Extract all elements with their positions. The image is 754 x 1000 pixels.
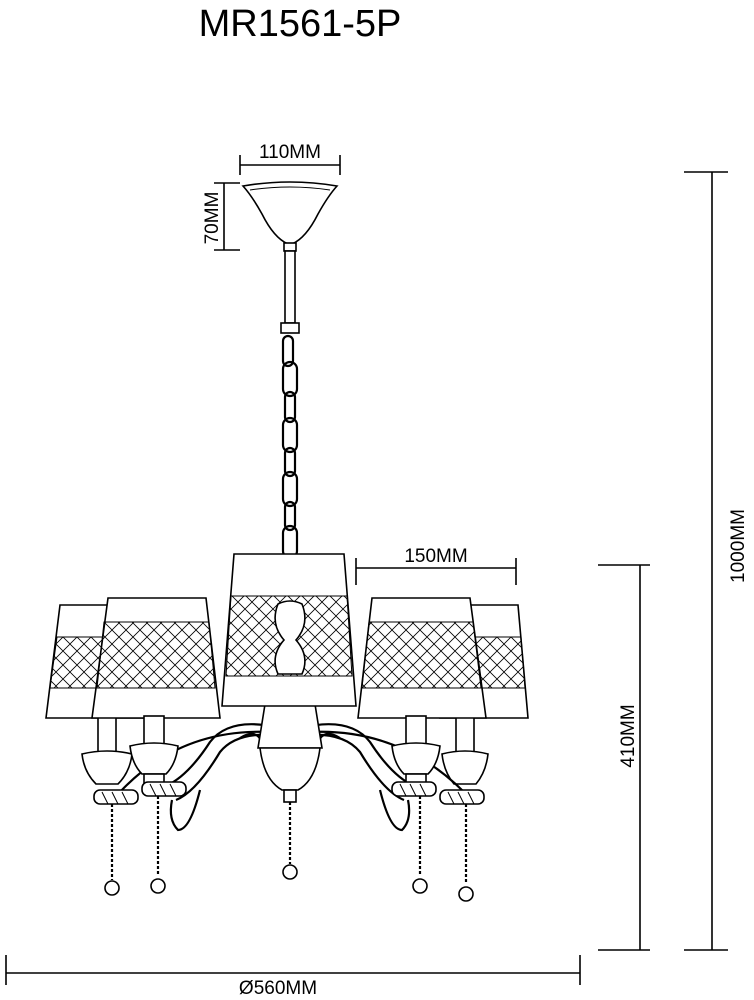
total-height-dimension: 1000MM: [684, 171, 749, 951]
candle-holder-front-left: [129, 715, 179, 785]
central-column-ornament: [274, 600, 306, 675]
candle-holder-back-right: [441, 715, 489, 785]
diameter-label: Ø560MM: [239, 978, 317, 999]
lamp-shade-front-right: [357, 597, 487, 719]
suspension-rod: [280, 250, 300, 334]
model-title: MR1561-5P: [199, 3, 402, 45]
candle-holder-back-left: [81, 715, 133, 785]
canopy-height-label: 70MM: [202, 192, 223, 245]
ceiling-canopy: [241, 181, 339, 252]
lamp-shade-front-left: [91, 597, 221, 719]
suspension-chain: [276, 334, 304, 586]
canopy-width-dimension: 110MM: [239, 142, 341, 175]
total-height-label: 1000MM: [728, 509, 749, 583]
candle-holder-front-right: [391, 715, 441, 785]
pendant-drops: [104, 796, 474, 902]
canopy-width-label: 110MM: [259, 142, 321, 163]
shade-width-label: 150MM: [404, 546, 467, 567]
diameter-dimension: Ø560MM: [5, 955, 581, 999]
body-height-label: 410MM: [618, 704, 639, 767]
canopy-height-dimension: 70MM: [202, 182, 240, 251]
body-height-dimension: 410MM: [598, 564, 650, 951]
arm-collars: [93, 781, 485, 805]
shade-width-dimension: 150MM: [355, 546, 517, 585]
